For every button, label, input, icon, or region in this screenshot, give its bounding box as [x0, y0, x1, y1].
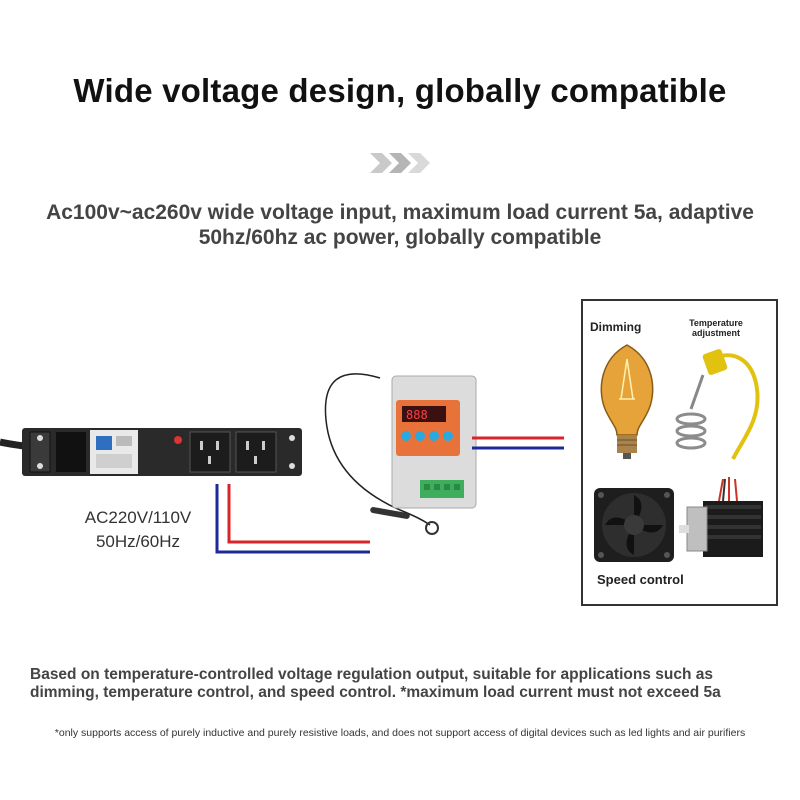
temperature-adjustment-label: Temperature adjustment: [689, 318, 743, 338]
subtitle: Ac100v~ac260v wide voltage input, maximu…: [46, 201, 754, 249]
input-wires: [215, 484, 370, 554]
output-wires: [472, 436, 564, 450]
motor-icon: [679, 477, 763, 557]
light-bulb-icon: [600, 344, 654, 459]
power-strip-image: [0, 428, 302, 476]
immersion-heater-icon: [675, 349, 760, 460]
svg-text:888: 888: [406, 408, 428, 422]
loads-panel: Dimming Temperature adjustment: [581, 299, 778, 606]
chevron-right-icon: [370, 153, 430, 173]
speed-control-label: Speed control: [597, 572, 684, 587]
temperature-controller-image: 888: [324, 373, 477, 535]
footnote-text: *only supports access of purely inductiv…: [54, 727, 746, 739]
description-text: Based on temperature-controlled voltage …: [30, 666, 721, 701]
page-title: Wide voltage design, globally compatible: [73, 72, 727, 109]
voltage-label: AC220V/110V: [84, 508, 192, 527]
frequency-label: 50Hz/60Hz: [95, 532, 181, 551]
power-spec-label: AC220V/110V 50Hz/60Hz: [68, 506, 208, 554]
dimming-label: Dimming: [590, 320, 642, 334]
cooling-fan-icon: [594, 488, 674, 562]
